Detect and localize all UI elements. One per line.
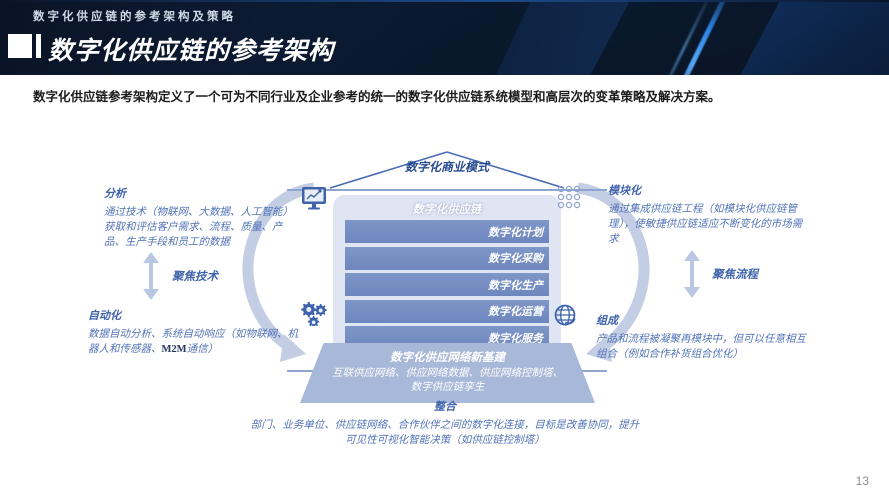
block-analysis-text: 通过技术（物联网、大数据、人工智能）获取和评估客户需求、流程、质量、产品、生产手… — [104, 207, 293, 249]
focus-technology-label: 聚焦技术 — [172, 271, 218, 283]
foundation-trapezoid: 数字化供应网络新基建 互联供应网络、供应网络数据、供应网络控制塔、数字供应链孪生 — [300, 343, 595, 403]
slide-header: 数字化供应链的参考架构及策略 数字化供应链的参考架构 — [0, 0, 889, 75]
page-title: 数字化供应链的参考架构 — [48, 38, 335, 65]
capability-bar[interactable]: 数字化运营 — [345, 299, 549, 323]
capability-bar[interactable]: 数字化计划 — [345, 220, 549, 243]
roof-base-rule — [287, 189, 607, 191]
globe-icon — [553, 303, 579, 334]
block-composition-title: 组成 — [596, 315, 618, 327]
header-top-rule — [0, 0, 889, 2]
block-analysis-title: 分析 — [104, 188, 126, 200]
block-integration-text: 部门、业务单位、供应链网络、合作伙伴之间的数字化连接，目标是改善协同，提升可见性… — [250, 420, 640, 447]
foundation-title: 数字化供应网络新基建 — [390, 352, 505, 364]
block-automation-text-part1: 数据自动分析、系统自动响应（如物联网、机器人和传感器、 — [88, 329, 298, 356]
title-marker-block — [8, 34, 32, 58]
focus-process-label: 聚焦流程 — [712, 269, 758, 281]
capability-bar-list: 数字化计划 数字化采购 数字化生产 数字化运营 数字化服务 — [345, 220, 549, 353]
lead-paragraph: 数字化供应链参考架构定义了一个可为不同行业及企业参考的统一的数字化供应链系统模型… — [33, 90, 721, 104]
supply-chain-panel-title: 数字化供应链 — [412, 204, 482, 216]
block-automation-text-emphasis: M2M — [161, 344, 187, 356]
foundation-shape — [300, 343, 595, 403]
block-modularization: 模块化 通过集成供应链工程（如模块化供应链管理），使敏捷供应链适应不断变化的市场… — [608, 182, 808, 248]
business-model-roof — [328, 150, 566, 190]
block-automation-text-part2: 通信） — [186, 344, 219, 356]
block-modularization-title: 模块化 — [608, 185, 641, 197]
block-composition-text: 产品和流程被凝聚再模块中，但可以任意相互组合（例如合作补货组合优化） — [596, 334, 806, 361]
foundation-detail: 互联供应网络、供应网络数据、供应网络控制塔、数字供应链孪生 — [332, 368, 563, 394]
block-modularization-text: 通过集成供应链工程（如模块化供应链管理），使敏捷供应链适应不断变化的市场需求 — [608, 204, 803, 246]
left-cycle-arrow — [240, 178, 320, 368]
focus-technology-double-arrow — [142, 252, 160, 300]
block-analysis: 分析 通过技术（物联网、大数据、人工智能）获取和评估客户需求、流程、质量、产品、… — [104, 185, 299, 251]
focus-process-double-arrow — [683, 250, 701, 298]
block-integration-title: 整合 — [434, 401, 456, 413]
right-cycle-arrow — [572, 178, 652, 368]
capability-bar[interactable]: 数字化采购 — [345, 246, 549, 270]
module-grid-icon — [557, 185, 581, 214]
architecture-diagram: 数字化商业模式 数字化供应链 数字化计划 数字化采购 数字化生产 数字化运营 数… — [0, 140, 889, 470]
title-marker-bar — [36, 34, 41, 58]
block-automation-title: 自动化 — [88, 310, 121, 322]
business-model-label: 数字化商业模式 — [404, 160, 489, 174]
block-automation-text: 数据自动分析、系统自动响应（如物联网、机器人和传感器、M2M通信） — [88, 327, 298, 357]
page-number: 13 — [855, 474, 869, 488]
gears-icon — [300, 300, 328, 331]
header-kicker: 数字化供应链的参考架构及策略 — [33, 11, 236, 23]
block-automation: 自动化 数据自动分析、系统自动响应（如物联网、机器人和传感器、M2M通信） — [88, 307, 298, 357]
block-integration: 整合 部门、业务单位、供应链网络、合作伙伴之间的数字化连接，目标是改善协同，提升… — [250, 398, 640, 448]
capability-bar[interactable]: 数字化生产 — [345, 273, 549, 296]
monitor-chart-icon — [301, 185, 327, 216]
block-composition: 组成 产品和流程被凝聚再模块中，但可以任意相互组合（例如合作补货组合优化） — [596, 312, 808, 362]
